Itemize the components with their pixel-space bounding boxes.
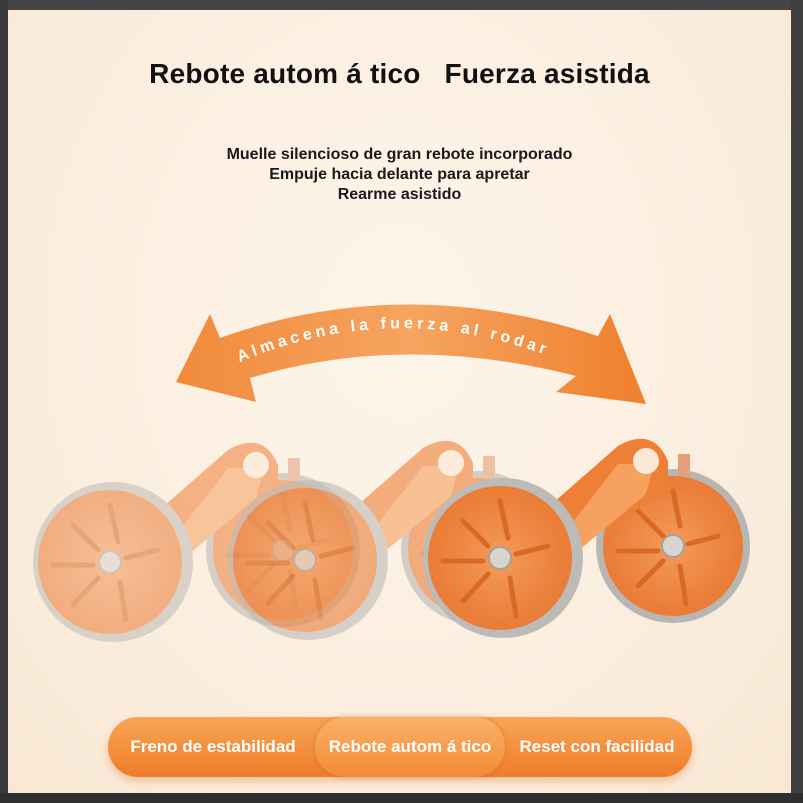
- feature-pill-rebound: Rebote autom á tico: [315, 717, 505, 777]
- ab-roller-illustration: [28, 420, 788, 660]
- page-backdrop-top: [0, 0, 803, 10]
- feature-list: Muelle silencioso de gran rebote incorpo…: [8, 145, 791, 205]
- feature-pill-brake: Freno de estabilidad: [130, 737, 296, 756]
- headline-left: Rebote autom á tico: [149, 58, 421, 89]
- page-backdrop-right: [791, 0, 803, 803]
- page-backdrop-bottom: [0, 793, 803, 803]
- panel-background: [8, 10, 791, 793]
- headline: Rebote autom á tico Fuerza asistida: [8, 58, 791, 90]
- feature-pill-reset: Reset con facilidad: [519, 737, 675, 756]
- feature-pill-bar: Freno de estabilidad Rebote autom á tico…: [108, 717, 692, 777]
- product-image-panel: Rebote autom á tico Fuerza asistida Muel…: [8, 10, 791, 793]
- headline-right: Fuerza asistida: [444, 58, 650, 89]
- curved-arrow-graphic: Almacena la fuerza al rodar: [176, 304, 646, 404]
- feature-line-2: Empuje hacia delante para apretar: [269, 166, 530, 183]
- feature-line-3: Rearme asistido: [337, 186, 462, 203]
- page-backdrop-left: [0, 0, 8, 803]
- feature-line-1: Muelle silencioso de gran rebote incorpo…: [226, 146, 573, 163]
- arrow-body: [176, 304, 646, 404]
